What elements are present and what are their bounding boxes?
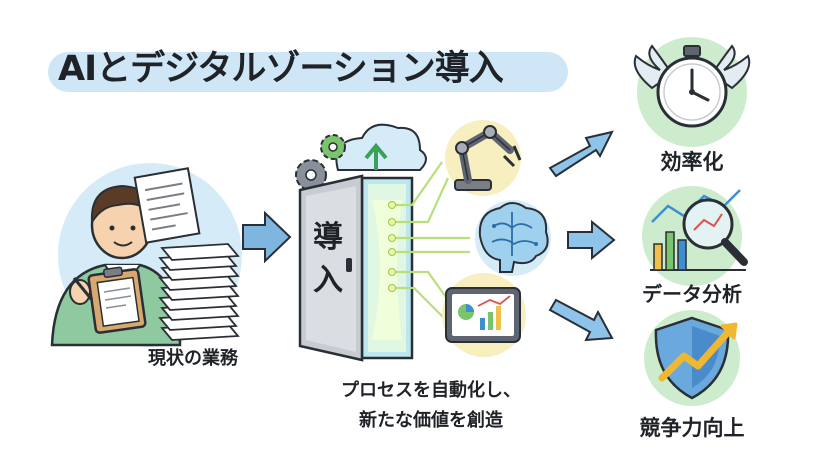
door-icon (298, 174, 414, 362)
page-title: AIとデジタルゾーション導入 (58, 49, 504, 89)
documents-icon (133, 167, 240, 341)
outcome-label-data-analysis: データ分析 (642, 282, 742, 306)
door-label-bottom: 入 (313, 263, 343, 298)
worker-icon (50, 163, 242, 347)
tablet-dashboard-icon (442, 273, 526, 357)
shield-growth-icon (644, 310, 740, 406)
outcome-label-competitiveness: 競争力向上 (639, 416, 745, 440)
title-highlight (48, 52, 568, 92)
door-label-top: 導 (313, 220, 343, 255)
robot-arm-icon (445, 120, 522, 196)
process-caption-line1: プロセスを自動化し、 (341, 380, 521, 401)
light-beams (392, 161, 470, 319)
stopwatch-wings-icon (633, 37, 751, 147)
magnifier-chart-icon (642, 186, 748, 286)
process-caption-line2: 新たな価値を創造 (359, 410, 503, 431)
outcome-label-efficiency: 効率化 (660, 150, 724, 174)
flow-arrow-icon (242, 210, 292, 264)
beam-nodes (388, 201, 396, 292)
outcome-arrows (548, 130, 616, 342)
current-work-label: 現状の業務 (148, 348, 238, 369)
process-caption: プロセスを自動化し、 新たな価値を創造 (322, 376, 540, 432)
brain-circuit-icon (475, 200, 551, 276)
cloud-upload-icon (335, 123, 427, 171)
